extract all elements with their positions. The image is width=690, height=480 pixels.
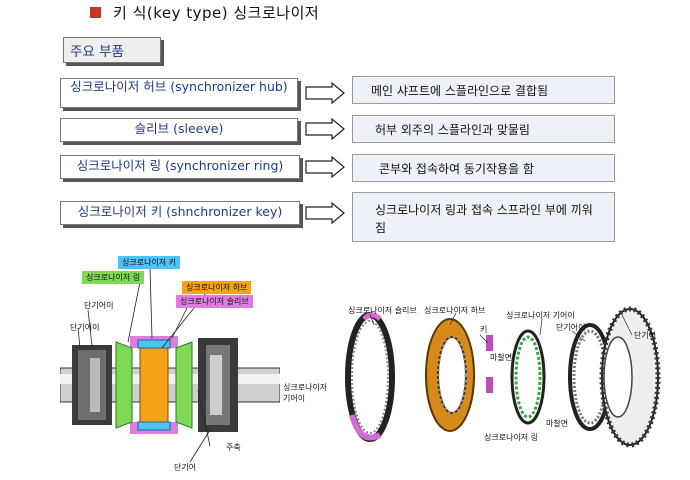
section-label: 주요 부품 (70, 44, 124, 60)
part-box-key: 싱크로나이저 키 (shnchronizer key) (60, 201, 300, 225)
part-box-sleeve: 슬리브 (sleeve) (60, 118, 298, 142)
part-box-ring: 싱크로나이저 링 (synchronizer ring) (60, 155, 300, 179)
tag-hub: 싱크로나이저 허브 (182, 281, 252, 294)
label-cone-1: 마찰면 (490, 353, 513, 362)
label-gear: 단기어 (634, 331, 657, 340)
desc-box-key: 싱크로나이저 링과 접속 스프라인 부에 끼워 짐 (352, 192, 615, 242)
label-sleeve-teeth: 싱크로나이저 기어이 (283, 383, 328, 403)
label-gear-top: 단기어이 (84, 301, 114, 310)
label-gear-teeth2: 단기어이 (556, 323, 586, 332)
exploded-view-diagram (345, 306, 661, 448)
desc-box-hub: 메인 샤프트에 스플라인으로 결합됨 (352, 76, 615, 104)
tag-sleeve: 싱크로나이저 슬리브 (176, 295, 253, 308)
label-cone-2: 마찰면 (546, 419, 569, 428)
part-label-ring: 싱크로나이저 링 (synchronizer ring) (76, 158, 284, 173)
label-gear-bottom: 단기어 (174, 463, 197, 472)
cross-section-diagram (60, 267, 280, 463)
part-label-key: 싱크로나이저 키 (shnchronizer key) (77, 204, 283, 219)
arrow-right-icon (305, 156, 345, 178)
desc-box-ring: 콘부와 접속하여 동기작용을 함 (352, 154, 615, 182)
label-key: 키 (480, 325, 488, 334)
label-ring: 싱크로나이저 링 (484, 433, 539, 442)
label-hub: 싱크로나이저 허브 (424, 306, 486, 315)
arrow-right-icon (305, 118, 345, 140)
tag-key: 싱크로나이저 키 (118, 256, 181, 269)
label-main-shaft: 주축 (226, 443, 241, 452)
label-gear-teeth: 싱크로나이저 기어이 (506, 311, 575, 320)
section-box (63, 37, 161, 63)
page-title: 키 식(key type) 싱크로나이저 (113, 4, 320, 22)
part-label-hub: 싱크로나이저 허브 (synchronizer hub) (70, 79, 288, 94)
part-label-sleeve: 슬리브 (sleeve) (134, 121, 224, 136)
tag-ring: 싱크로나이저 링 (82, 271, 145, 284)
arrow-right-icon (305, 82, 345, 104)
label-gear-left: 단기어이 (70, 323, 100, 332)
label-sleeve: 싱크로나이저 슬리브 (348, 306, 417, 315)
arrow-right-icon (305, 202, 345, 224)
part-box-hub: 싱크로나이저 허브 (synchronizer hub) (60, 78, 298, 108)
title-bullet (90, 7, 101, 18)
desc-box-sleeve: 허부 외주의 스플라인과 맞물림 (352, 115, 615, 143)
